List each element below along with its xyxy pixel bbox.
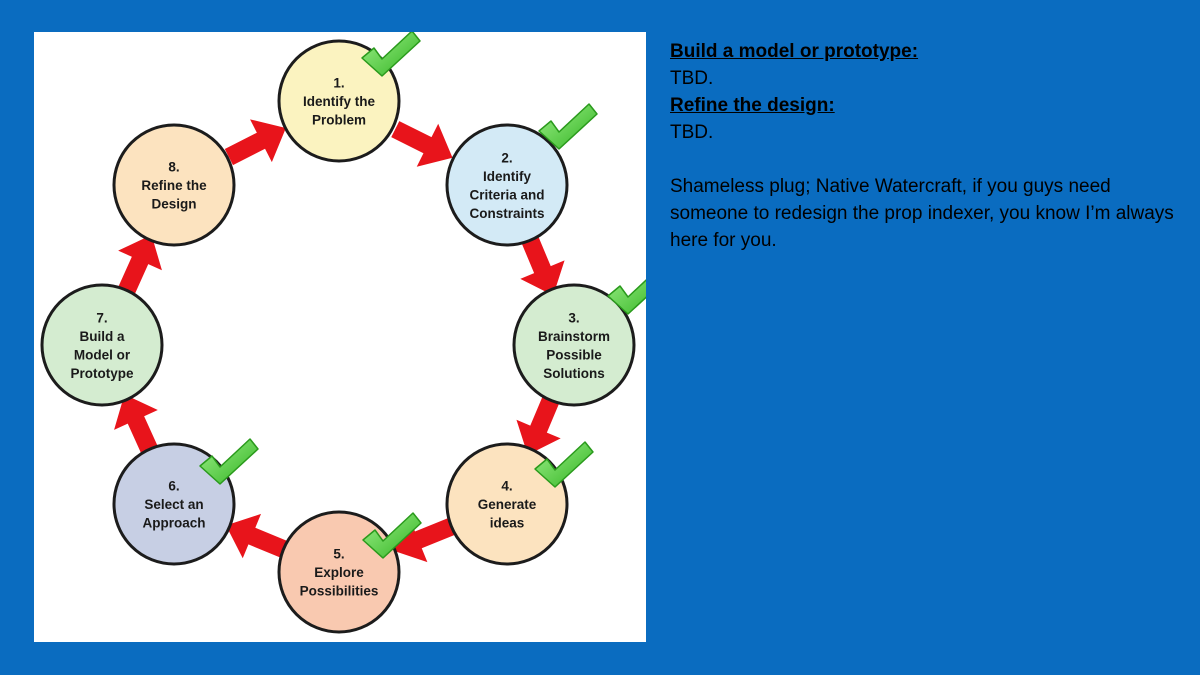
step-4: 4. Generate ideas <box>445 442 569 566</box>
step-3-label-line: Solutions <box>543 366 605 381</box>
checkmarks <box>199 32 646 559</box>
notes-panel: Build a model or prototype: TBD. Refine … <box>670 38 1180 254</box>
step-8-number: 8. <box>168 160 179 175</box>
step-6-circle <box>112 442 236 566</box>
step-6-checkmark-icon <box>199 438 259 485</box>
arrow-step-8-to-1 <box>224 119 286 166</box>
step-4-label-line: ideas <box>490 516 525 531</box>
spacer <box>670 146 1180 173</box>
step-4-checkmark-icon <box>534 441 594 488</box>
text-refine-design: TBD. <box>670 122 714 143</box>
step-1-label-line: Identify the <box>303 94 375 109</box>
step-2-circle <box>445 123 569 247</box>
arrow-step-6-to-7 <box>114 394 159 457</box>
step-2-label-line: Identify <box>483 169 531 184</box>
step-4-number: 4. <box>501 479 512 494</box>
step-7-label-line: Build a <box>79 329 124 344</box>
step-2-checkmark-icon <box>538 103 598 150</box>
step-1-label-line: Problem <box>312 113 366 128</box>
step-6: 6. Select an Approach <box>112 442 236 566</box>
arrow-step-1-to-2 <box>391 121 453 167</box>
step-5-label-line: Explore <box>314 565 364 580</box>
step-8-circle <box>112 123 236 247</box>
arrow-step-3-to-4 <box>516 392 561 455</box>
step-6-number: 6. <box>168 479 179 494</box>
step-6-label-line: Select an <box>144 497 203 512</box>
heading-build-model: Build a model or prototype: <box>670 41 919 62</box>
step-4-circle <box>445 442 569 566</box>
step-5-label-line: Possibilities <box>300 584 379 599</box>
step-7: 7. Build a Model or Prototype <box>40 283 164 407</box>
step-7-circle <box>40 283 164 407</box>
step-3-number: 3. <box>568 310 579 325</box>
step-6-label-line: Approach <box>142 516 205 531</box>
step-4-label-line: Generate <box>478 497 537 512</box>
heading-refine-design: Refine the design: <box>670 95 835 116</box>
step-5-checkmark-icon <box>362 512 422 559</box>
step-7-label-line: Model or <box>74 347 131 362</box>
step-7-number: 7. <box>96 310 107 325</box>
step-1-number: 1. <box>333 76 344 91</box>
step-1-checkmark-icon <box>361 32 421 77</box>
step-3-label-line: Brainstorm <box>538 329 610 344</box>
text-build-model: TBD. <box>670 68 714 89</box>
shameless-plug-text: Shameless plug; Native Watercraft, if yo… <box>670 176 1174 251</box>
step-5-number: 5. <box>333 547 344 562</box>
step-3-circle <box>512 283 636 407</box>
step-2-number: 2. <box>501 150 512 165</box>
step-3-label-line: Possible <box>546 347 602 362</box>
step-2-label-line: Constraints <box>469 206 544 221</box>
arrow-step-7-to-8 <box>117 234 162 297</box>
step-2-label-line: Criteria and <box>469 187 544 202</box>
arrow-step-2-to-3 <box>520 232 565 296</box>
step-3-checkmark-icon <box>607 279 646 315</box>
step-7-label-line: Prototype <box>70 366 133 381</box>
step-1-circle <box>277 39 401 163</box>
step-8-label-line: Refine the <box>141 178 207 193</box>
arrow-step-5-to-6 <box>225 513 289 559</box>
step-8-label-line: Design <box>151 197 196 212</box>
